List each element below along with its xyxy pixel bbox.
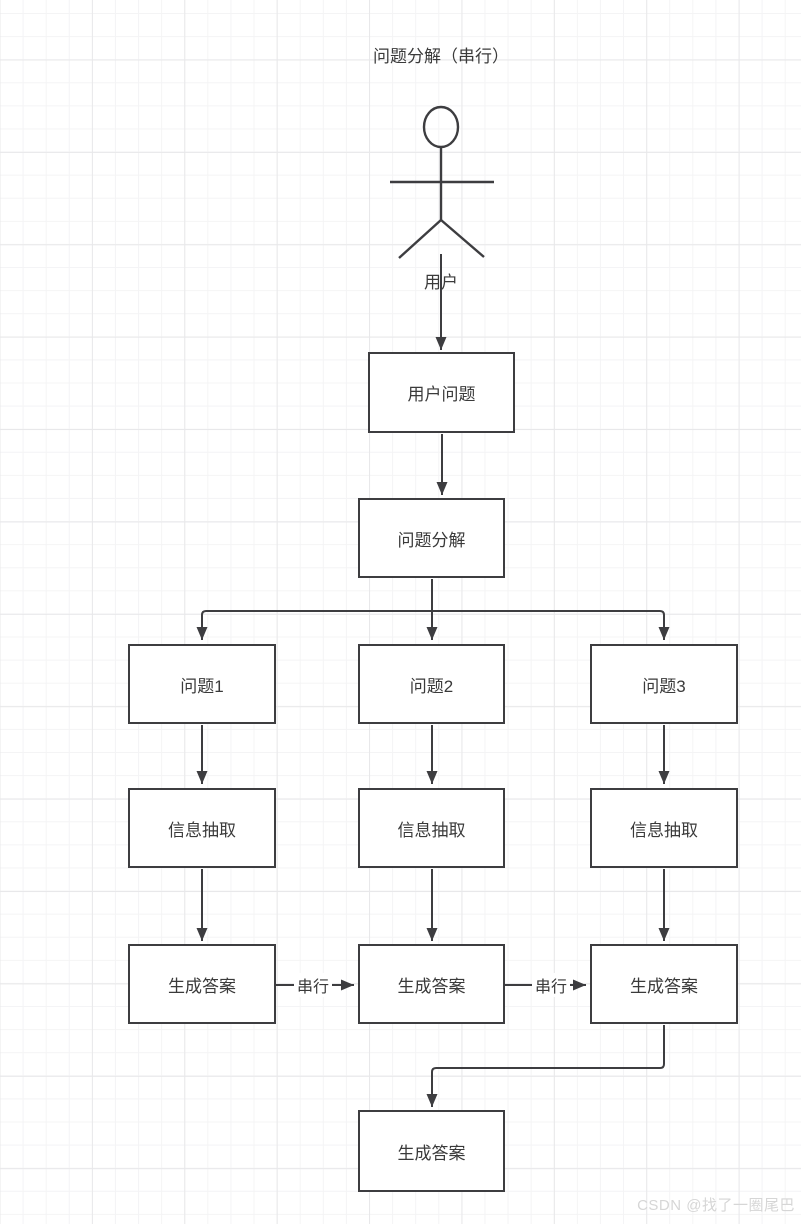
node-question-3: 问题3 xyxy=(590,644,738,724)
node-question-1: 问题1 xyxy=(128,644,276,724)
node-answer-3: 生成答案 xyxy=(590,944,738,1024)
actor-label: 用户 xyxy=(424,273,458,292)
node-answer-final: 生成答案 xyxy=(358,1110,505,1192)
edge-decompose-to-q3 xyxy=(432,610,670,640)
edge-label-serial-1: 串行 xyxy=(293,973,333,997)
node-question-2: 问题2 xyxy=(358,644,505,724)
node-extract-1: 信息抽取 xyxy=(128,788,276,868)
diagram-title: 问题分解（串行） xyxy=(373,47,509,66)
edge-decompose-to-q1 xyxy=(196,610,432,640)
node-extract-3: 信息抽取 xyxy=(590,788,738,868)
node-user-question: 用户问题 xyxy=(368,352,515,433)
edge-label-serial-2: 串行 xyxy=(531,973,571,997)
node-answer-1: 生成答案 xyxy=(128,944,276,1024)
user-actor-icon xyxy=(390,105,494,259)
node-extract-2: 信息抽取 xyxy=(358,788,505,868)
node-problem-decompose: 问题分解 xyxy=(358,498,505,578)
node-answer-2: 生成答案 xyxy=(358,944,505,1024)
edge-answer3-to-final xyxy=(426,1025,665,1107)
watermark: CSDN @找了一圈尾巴 xyxy=(637,1197,795,1214)
